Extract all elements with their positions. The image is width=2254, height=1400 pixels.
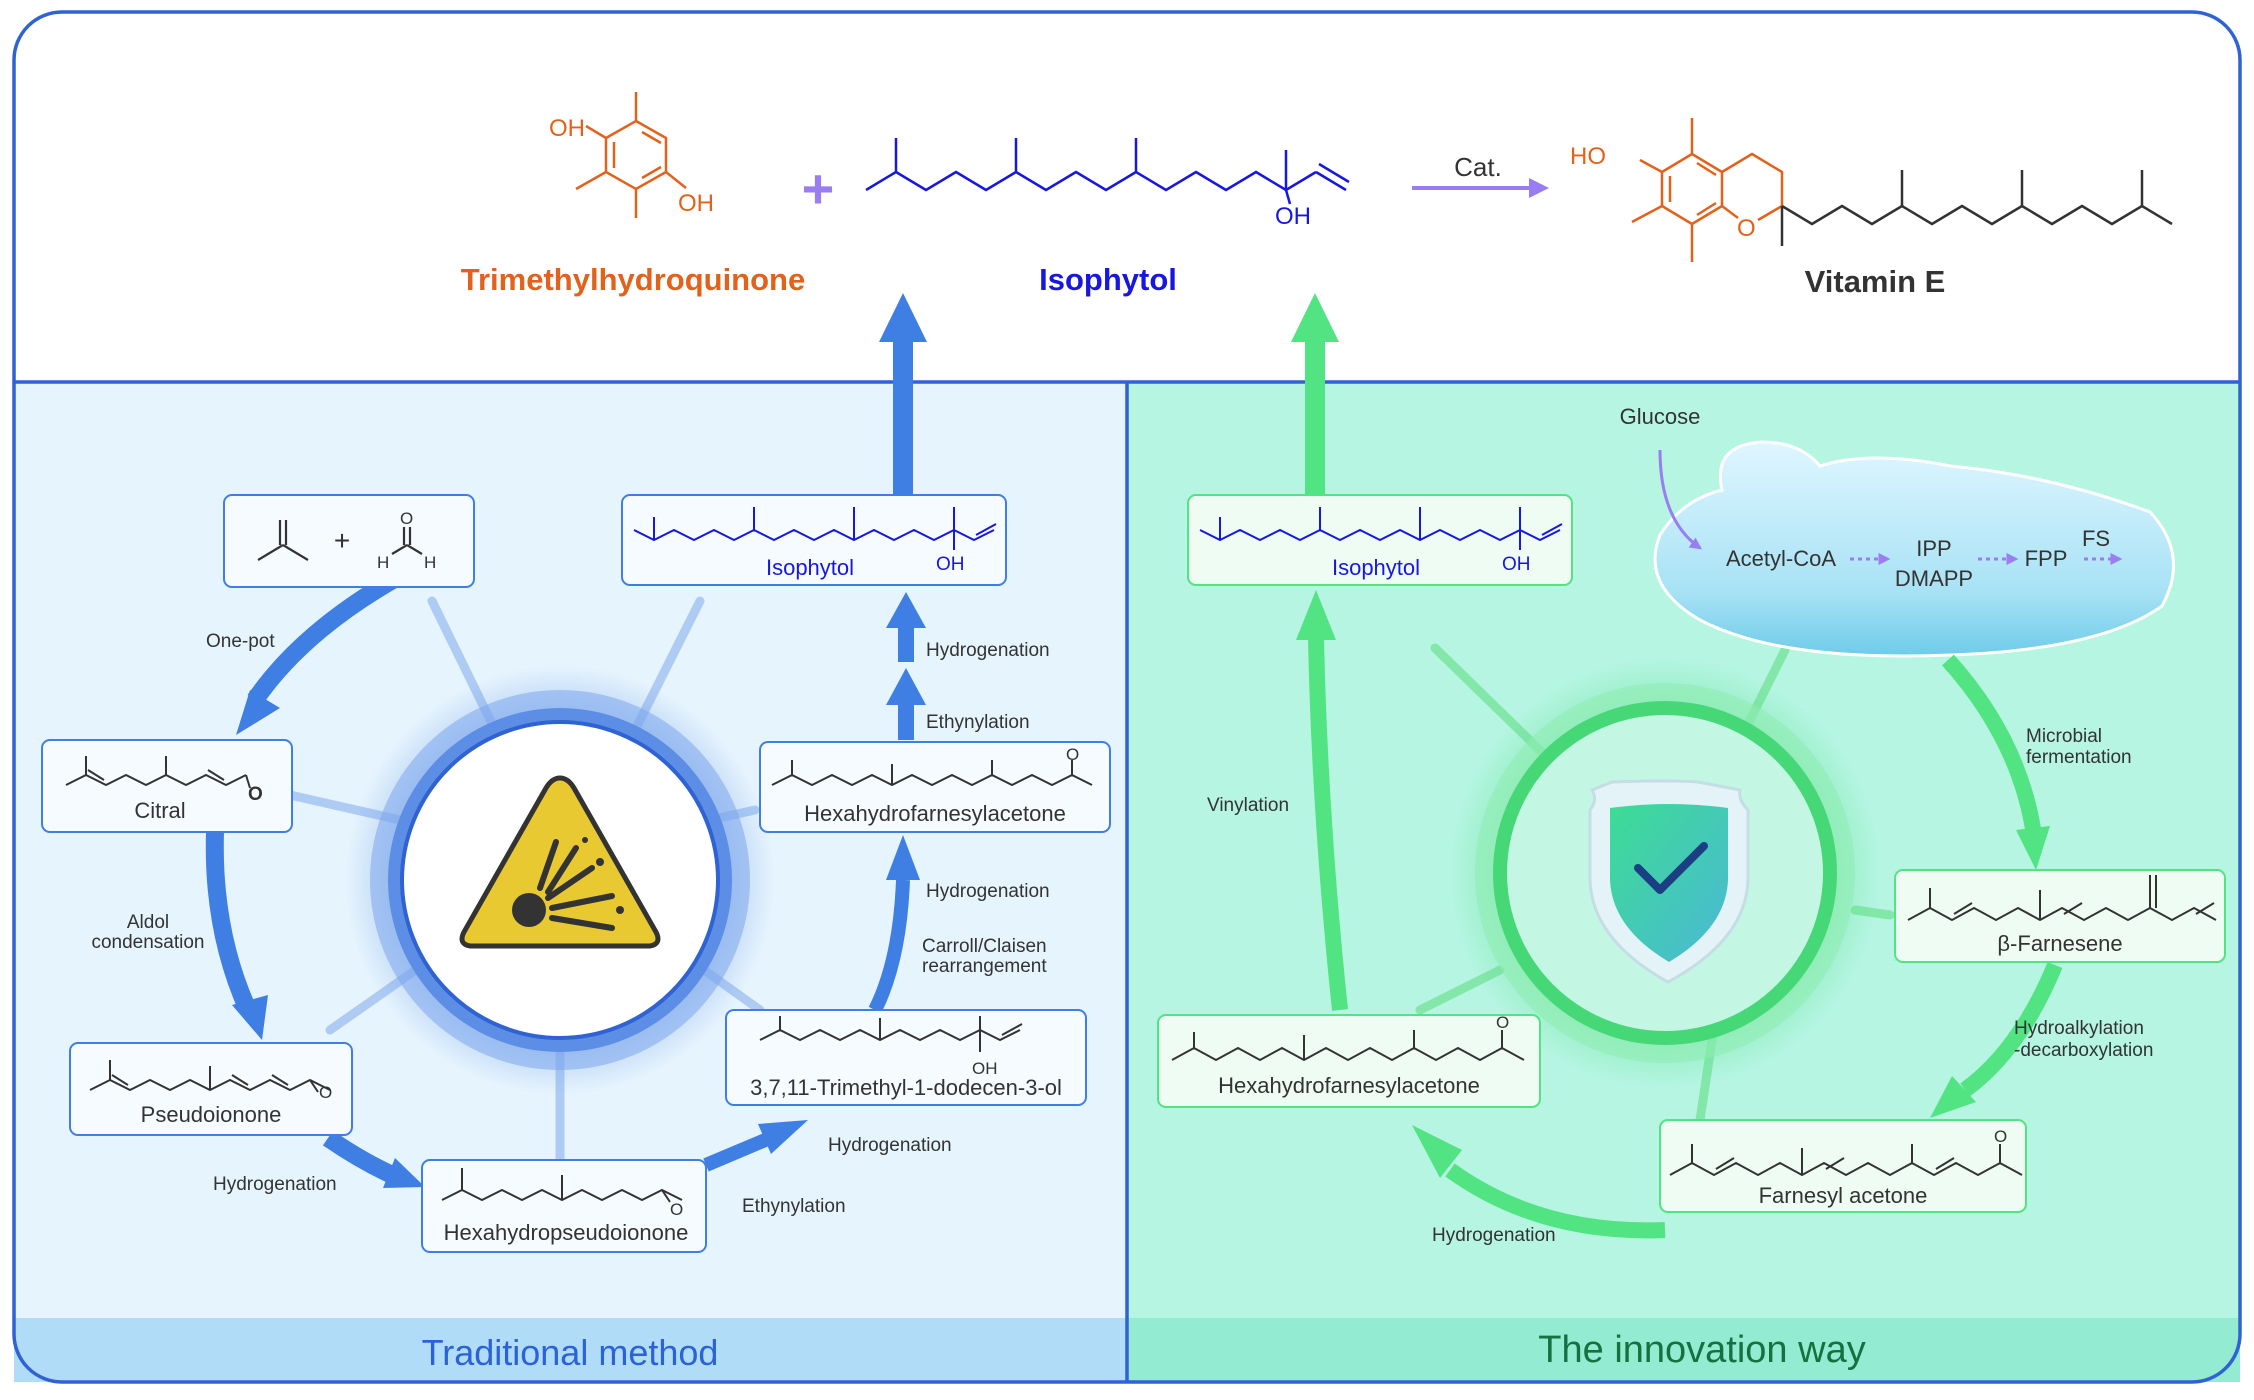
acetyl-coa-label: Acetyl-CoA <box>1726 546 1836 571</box>
catalyst-label: Cat. <box>1454 152 1502 182</box>
hexahydropseudoionone-box <box>421 1159 707 1253</box>
step-fermentation-1: Microbial <box>2026 726 2102 747</box>
step-one-pot: One-pot <box>206 631 275 652</box>
trimethyldodecenol-label: 3,7,11-Trimethyl-1-dodecen-3-ol <box>750 1075 1062 1100</box>
vitamin-e-ho: HO <box>1570 143 1606 170</box>
farnesyl-acetone-structure <box>1669 1144 2023 1177</box>
shield-check-icon <box>1588 779 1750 984</box>
innov-isophytol-oh: OH <box>1502 554 1531 575</box>
reagents-box <box>223 494 475 588</box>
trad-hexahydrofarnesylacetone-label: Hexahydrofarnesylacetone <box>804 801 1066 826</box>
citral-o: O <box>248 784 263 805</box>
reagents-plus: + <box>334 525 350 556</box>
step-hydrogenation-innov: Hydrogenation <box>1432 1225 1556 1246</box>
hexahydropseudoionone-structure <box>441 1168 683 1203</box>
isophytol-top-structure <box>865 138 1350 205</box>
innov-isophytol-label: Isophytol <box>1332 555 1420 580</box>
farnesene-box <box>1894 869 2226 963</box>
innov-hexahydrofarnesylacetone-structure <box>1171 1030 1525 1062</box>
hexahydropseudoionone-o: O <box>670 1200 683 1219</box>
citral-structure <box>65 756 251 789</box>
formaldehyde-h-left: H <box>377 553 389 572</box>
plus-sign: + <box>802 157 835 220</box>
innovation-title: The innovation way <box>1538 1329 1865 1371</box>
ipp-label: IPP <box>1916 536 1951 561</box>
isobutene-structure <box>257 520 309 561</box>
farnesyl-acetone-o: O <box>1994 1127 2007 1146</box>
step-fermentation-2: fermentation <box>2026 747 2132 768</box>
citral-label: Citral <box>134 798 185 823</box>
step-aldol-2: condensation <box>91 932 204 953</box>
fpp-label: FPP <box>2025 546 2068 571</box>
vitamin-e-ring-o: O <box>1737 215 1756 242</box>
traditional-title: Traditional method <box>422 1332 719 1373</box>
step-hydroalkylation-1: Hydroalkylation <box>2014 1018 2144 1039</box>
farnesyl-acetone-label: Farnesyl acetone <box>1759 1183 1928 1208</box>
formaldehyde-structure <box>391 527 423 555</box>
innovation-arrows <box>1291 293 2063 1239</box>
innov-isophytol-structure <box>1199 507 1563 550</box>
glucose-arrow <box>1658 449 1702 550</box>
thq-oh-upper: OH <box>549 115 585 142</box>
trimethylhydroquinone-structure <box>575 92 687 218</box>
step-hydrogenation-3: Hydrogenation <box>926 881 1050 902</box>
step-carroll-1: Carroll/Claisen <box>922 936 1047 957</box>
hexahydropseudoionone-label: Hexahydropseudoionone <box>444 1220 689 1245</box>
step-hydrogenation-2: Hydrogenation <box>828 1135 952 1156</box>
step-hydrogenation-1: Hydrogenation <box>213 1174 337 1195</box>
innov-hexahydrofarnesylacetone-box <box>1157 1014 1541 1108</box>
trad-isophytol-structure <box>633 507 997 550</box>
fermentation-cloud <box>1653 440 2175 658</box>
vitamin-e-structure <box>1631 118 2173 262</box>
step-ethynylation-2: Ethynylation <box>926 712 1030 733</box>
glucose-label: Glucose <box>1620 404 1701 429</box>
explosive-hazard-icon <box>459 775 661 949</box>
pseudoionone-structure <box>89 1060 331 1093</box>
formaldehyde-h-right: H <box>424 553 436 572</box>
step-hydrogenation-4: Hydrogenation <box>926 640 1050 661</box>
fs-label: FS <box>2082 526 2110 551</box>
pseudoionone-o: O <box>319 1083 332 1102</box>
step-carroll-2: rearrangement <box>922 956 1047 977</box>
trad-isophytol-oh: OH <box>936 554 965 575</box>
trad-hexahydrofarnesylacetone-structure <box>771 760 1093 787</box>
trad-hexahydrofarnesylacetone-box <box>759 741 1111 833</box>
pseudoionone-label: Pseudoionone <box>141 1102 282 1127</box>
farnesene-structure <box>1907 875 2217 922</box>
reactant2-label: Isophytol <box>1039 262 1177 297</box>
innov-hexahydrofarnesylacetone-label: Hexahydrofarnesylacetone <box>1218 1073 1480 1098</box>
farnesene-label: β-Farnesene <box>1997 931 2122 956</box>
step-hydroalkylation-2: -decarboxylation <box>2014 1040 2153 1061</box>
reactant1-label: Trimethylhydroquinone <box>461 262 805 297</box>
trimethyldodecenol-structure <box>759 1016 1023 1052</box>
step-aldol-1: Aldol <box>127 912 169 933</box>
trad-isophytol-label: Isophytol <box>766 555 854 580</box>
trimethyldodecenol-box <box>725 1009 1087 1106</box>
step-ethynylation-1: Ethynylation <box>742 1196 846 1217</box>
dmapp-label: DMAPP <box>1895 566 1973 591</box>
product-label: Vitamin E <box>1805 264 1946 299</box>
farnesyl-acetone-box <box>1659 1119 2027 1213</box>
step-vinylation: Vinylation <box>1207 795 1289 816</box>
thq-oh-lower: OH <box>678 190 714 217</box>
trad-hexahydrofarnesylacetone-o: O <box>1066 745 1079 764</box>
formaldehyde-o: O <box>400 509 413 528</box>
innov-hexahydrofarnesylacetone-o: O <box>1496 1013 1509 1032</box>
trimethyldodecenol-oh: OH <box>972 1059 998 1078</box>
citral-box <box>41 739 293 833</box>
isophytol-top-oh: OH <box>1275 203 1311 230</box>
